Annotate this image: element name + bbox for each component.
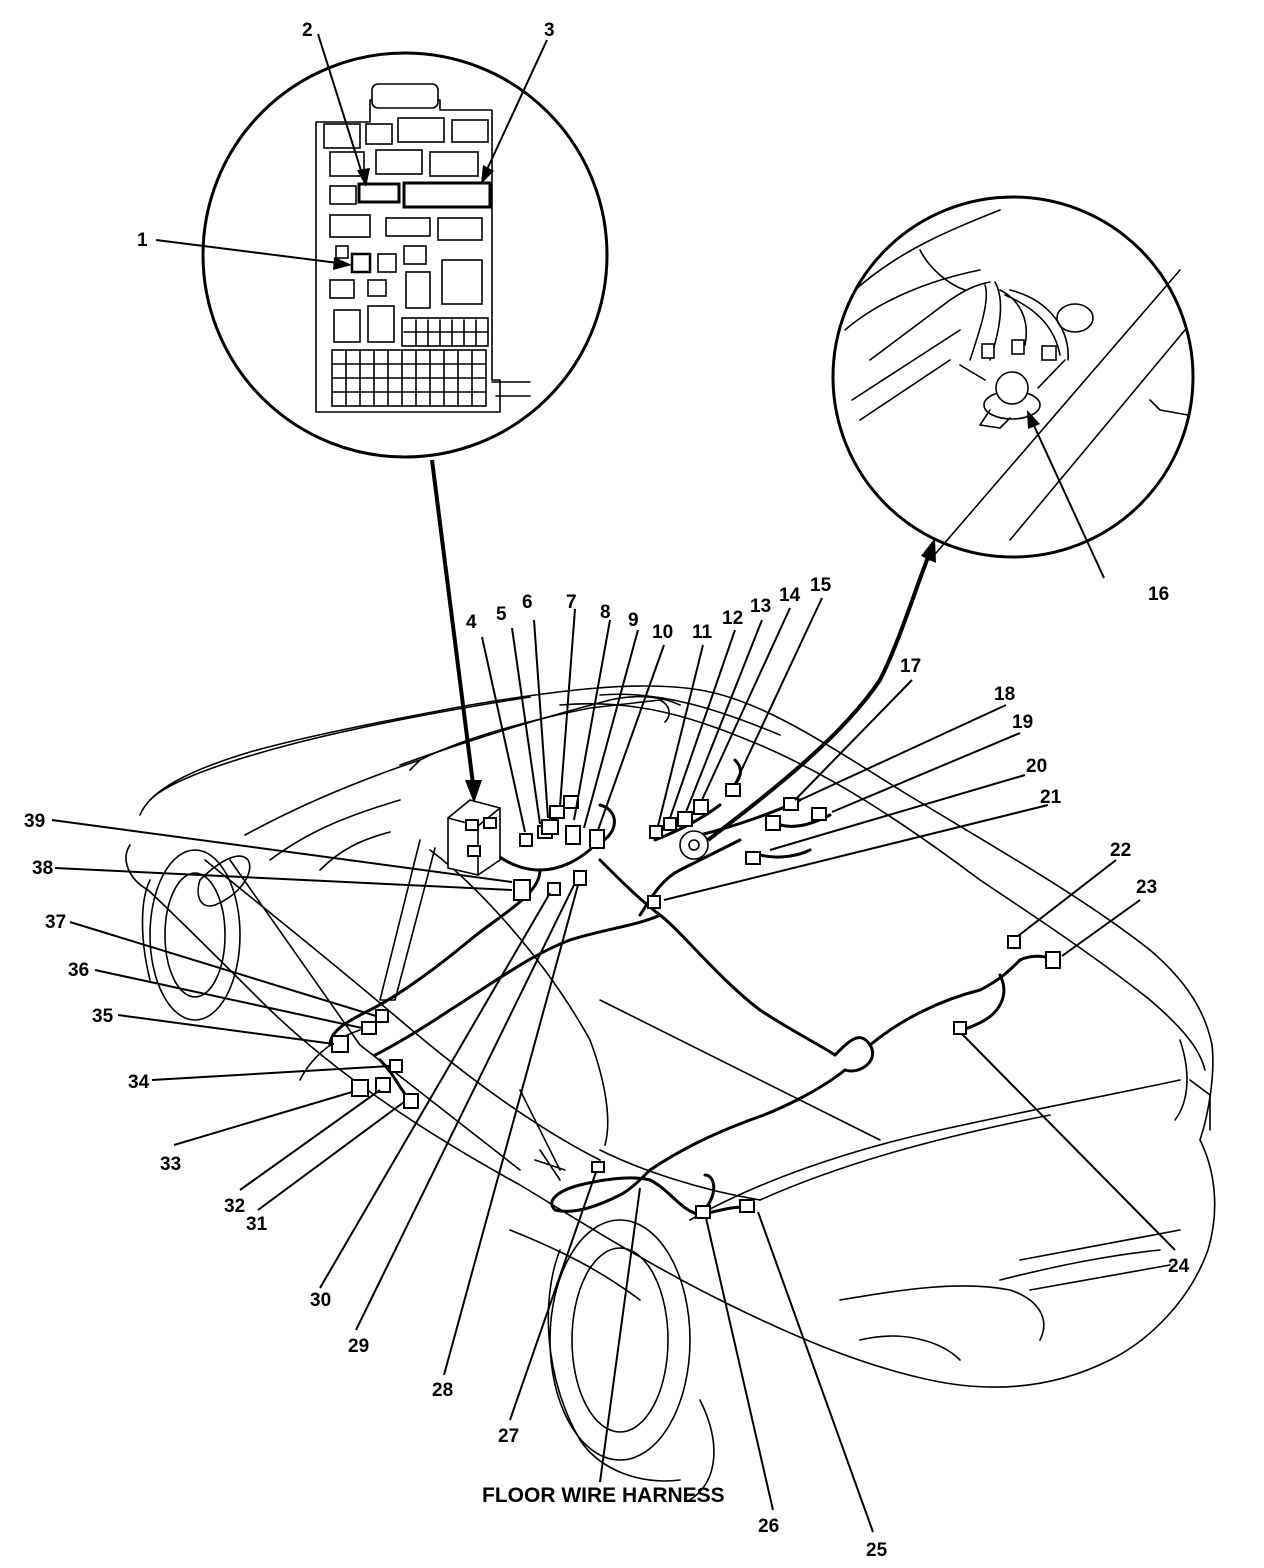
callout-9: 9: [628, 610, 639, 631]
callout-30: 30: [310, 1290, 331, 1311]
callout-2: 2: [302, 20, 313, 41]
callout-3: 3: [544, 20, 555, 41]
antenna-connector: [959, 281, 1069, 429]
callout-18: 18: [994, 684, 1015, 705]
detail-leaders: [430, 459, 936, 842]
callout-6: 6: [522, 592, 533, 613]
callout-26: 26: [758, 1516, 779, 1537]
callout-20: 20: [1026, 756, 1047, 777]
callout-39: 39: [24, 811, 45, 832]
callout-labels: 2 3 1 16 4 5 6 7 8 9 10 11 12 13 14 15 1…: [24, 20, 1190, 1561]
callout-28: 28: [432, 1380, 453, 1401]
connectors: [331, 783, 1061, 1219]
callout-17: 17: [900, 656, 921, 677]
callout-4: 4: [466, 612, 477, 633]
callout-38: 38: [32, 858, 53, 879]
steering-column-component: [679, 830, 709, 860]
callout-36: 36: [68, 960, 89, 981]
callout-29: 29: [348, 1336, 369, 1357]
callout-31: 31: [246, 1214, 268, 1235]
callout-25: 25: [866, 1540, 888, 1561]
callout-32: 32: [224, 1196, 245, 1217]
callout-5: 5: [496, 604, 507, 625]
callout-12: 12: [722, 608, 743, 629]
side-mirror: [197, 855, 251, 907]
under-dash-fuse-box: [315, 83, 531, 413]
rear-component-detail-view: [831, 195, 1195, 561]
floor-wire-harness: [328, 758, 1057, 1217]
callout-1: 1: [137, 230, 148, 251]
callout-13: 13: [750, 596, 771, 617]
callout-27: 27: [498, 1426, 519, 1447]
callout-19: 19: [1012, 712, 1033, 733]
callout-24: 24: [1168, 1256, 1190, 1277]
callout-37: 37: [45, 912, 66, 933]
floor-wire-harness-caption: FLOOR WIRE HARNESS: [482, 1484, 725, 1507]
callout-22: 22: [1110, 840, 1131, 861]
callout-14: 14: [779, 585, 801, 606]
callout-leaders: [51, 33, 1176, 1533]
callout-16: 16: [1148, 584, 1169, 605]
callout-34: 34: [128, 1072, 150, 1093]
callout-35: 35: [92, 1006, 114, 1027]
callout-7: 7: [566, 592, 577, 613]
callout-15: 15: [810, 575, 832, 596]
rear-wheel: [547, 1219, 715, 1501]
callout-8: 8: [600, 602, 611, 623]
front-wheel: [141, 849, 241, 1021]
callout-23: 23: [1136, 877, 1157, 898]
fuse-box-detail-view: [201, 51, 609, 459]
callout-21: 21: [1040, 787, 1062, 808]
callout-33: 33: [160, 1154, 181, 1175]
callout-10: 10: [652, 622, 673, 643]
callout-11: 11: [692, 622, 713, 643]
